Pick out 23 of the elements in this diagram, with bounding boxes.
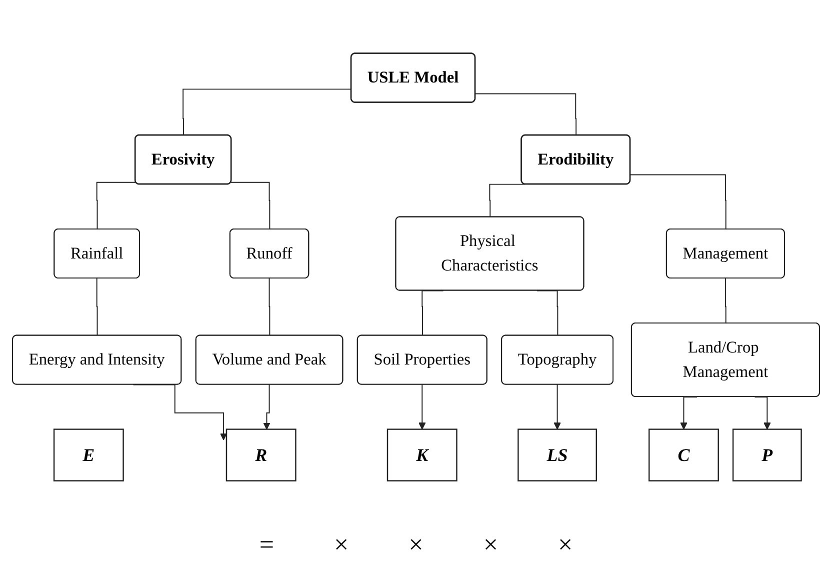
node-box: LS (518, 428, 598, 482)
connector (268, 278, 270, 336)
node-box: K (386, 428, 458, 482)
operator-sign: × (334, 530, 349, 560)
connector (489, 184, 526, 218)
node-box: C (648, 428, 719, 482)
connector (96, 182, 137, 230)
connector (230, 182, 270, 230)
connector (182, 88, 352, 136)
operator-sign: × (483, 530, 498, 560)
operator-sign: = (259, 530, 274, 560)
node-box: E (53, 428, 124, 482)
operator-sign: × (408, 530, 424, 560)
operator-sign: × (558, 530, 573, 560)
connector (630, 174, 726, 230)
node-box: R (226, 428, 296, 482)
arrow (263, 384, 270, 430)
connector (474, 93, 577, 136)
connector (724, 278, 726, 324)
arrow (554, 384, 561, 430)
node-box: P (732, 428, 802, 482)
arrow (418, 384, 426, 430)
connector (96, 278, 98, 336)
